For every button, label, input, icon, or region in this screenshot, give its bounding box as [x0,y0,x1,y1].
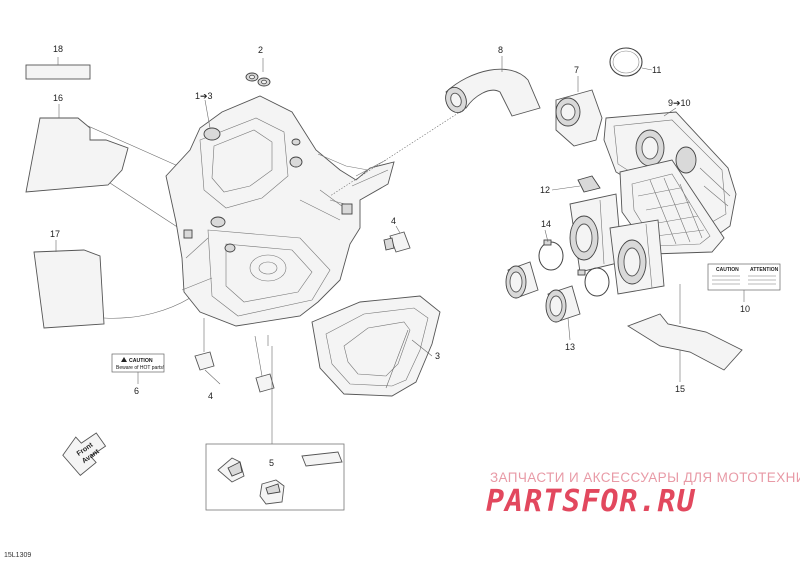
part-10-decal [707,263,781,302]
diagram-code: 15L1309 [4,552,32,559]
part-16-pad [25,104,186,233]
decal-right-attention-title: ATTENTION [750,267,779,273]
callout-4a: 4 [391,216,396,226]
callout-10: 10 [740,304,750,314]
part-18-strip [25,57,91,80]
part-3-filter-frame [311,295,441,397]
part-11-o-ring [609,47,653,77]
part-15-panel [626,284,743,382]
part-13-couplers [505,261,581,341]
watermark-logo: PARTSFOR.RU [486,484,696,519]
airbox-housing [165,58,395,346]
part-14-clamps [538,229,610,297]
callout-14: 14 [541,219,551,229]
callout-3: 3 [435,351,440,361]
callout-1-3: 1➔3 [195,91,213,101]
callout-13: 13 [565,342,575,352]
watermark-tagline: ЗАПЧАСТИ И АКСЕССУАРЫ ДЛЯ МОТОТЕХНИКИ [490,470,800,485]
decal-right-caution-title: CAUTION [716,267,739,273]
callout-9-10: 9➔10 [668,98,691,108]
part-8-hose [329,56,541,197]
callout-12: 12 [540,185,550,195]
callout-16: 16 [53,93,63,103]
part-6-caution-decal [111,353,165,384]
part-2-grommets [245,72,271,87]
callout-4b: 4 [208,391,213,401]
part-5-kit [205,346,345,511]
callout-5: 5 [269,458,274,468]
callout-8: 8 [498,45,503,55]
callout-17: 17 [50,229,60,239]
callout-2: 2 [258,45,263,55]
decal-left-caution-title: CAUTION [129,358,153,364]
part-4-clip-upper [383,225,411,253]
front-direction-arrow [62,432,107,477]
part-7-adapter [555,76,603,147]
part-17-pad [33,240,191,329]
callout-11: 11 [652,65,661,75]
intake-tubes [569,193,665,295]
part-4-clips-lower [194,318,275,393]
callout-7: 7 [574,65,579,75]
decal-left-caution-text: Beware of HOT parts! [116,365,164,371]
callout-15: 15 [675,384,685,394]
callout-18: 18 [53,44,63,54]
callout-6: 6 [134,386,139,396]
